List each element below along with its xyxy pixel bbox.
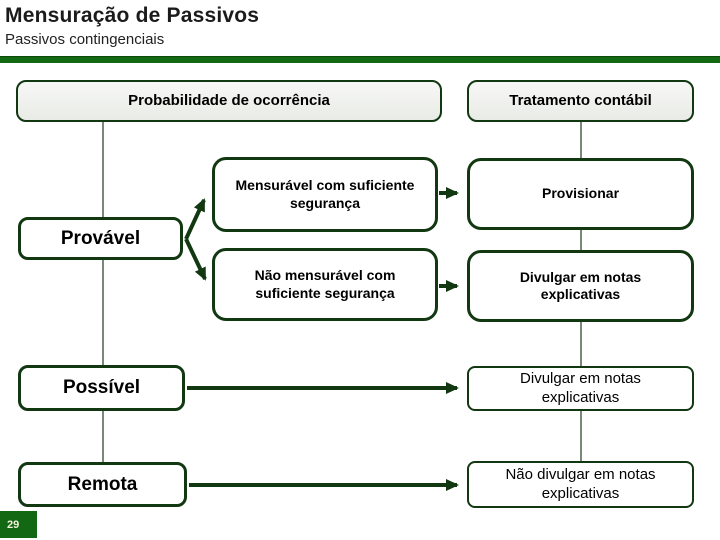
page-number: 29 (7, 518, 20, 531)
node-nao-divulgar-notas-label: Não divulgar em notas explicativas (505, 465, 656, 502)
node-mensuravel: Mensurável com suficiente segurança (212, 157, 438, 232)
header-probabilidade-label: Probabilidade de ocorrência (128, 91, 330, 109)
node-nao-mensuravel: Não mensurável com suficiente segurança (212, 248, 438, 321)
node-provisionar-label: Provisionar (541, 185, 620, 202)
node-provisionar: Provisionar (467, 158, 694, 230)
arrow-provavel-to-mensuravel (184, 198, 206, 240)
header-tratamento: Tratamento contábil (467, 80, 694, 122)
node-provavel-label: Provável (60, 227, 141, 249)
page-subtitle: Passivos contingenciais (5, 31, 165, 48)
node-provavel: Provável (18, 217, 183, 260)
node-mensuravel-label: Mensurável com suficiente segurança (235, 177, 415, 211)
node-possivel-label: Possível (62, 377, 141, 399)
header-tratamento-label: Tratamento contábil (509, 91, 652, 109)
page-title: Mensuração de Passivos (5, 4, 260, 27)
header-probabilidade: Probabilidade de ocorrência (16, 80, 442, 122)
arrow-provavel-to-nao-mensuravel (184, 238, 207, 281)
node-nao-mensuravel-label: Não mensurável com suficiente segurança (254, 267, 396, 301)
node-possivel: Possível (18, 365, 185, 411)
node-remota-label: Remota (67, 473, 138, 495)
node-divulgar-notas-provavel-label: Divulgar em notas explicativas (519, 268, 642, 303)
page-number-badge: 29 (0, 511, 37, 538)
node-divulgar-notas-provavel: Divulgar em notas explicativas (467, 250, 694, 322)
node-nao-divulgar-notas: Não divulgar em notas explicativas (467, 461, 694, 508)
node-divulgar-notas-possivel: Divulgar em notas explicativas (467, 366, 694, 411)
title-divider (0, 56, 720, 63)
node-remota: Remota (18, 462, 187, 507)
node-divulgar-notas-possivel-label: Divulgar em notas explicativas (520, 369, 641, 406)
